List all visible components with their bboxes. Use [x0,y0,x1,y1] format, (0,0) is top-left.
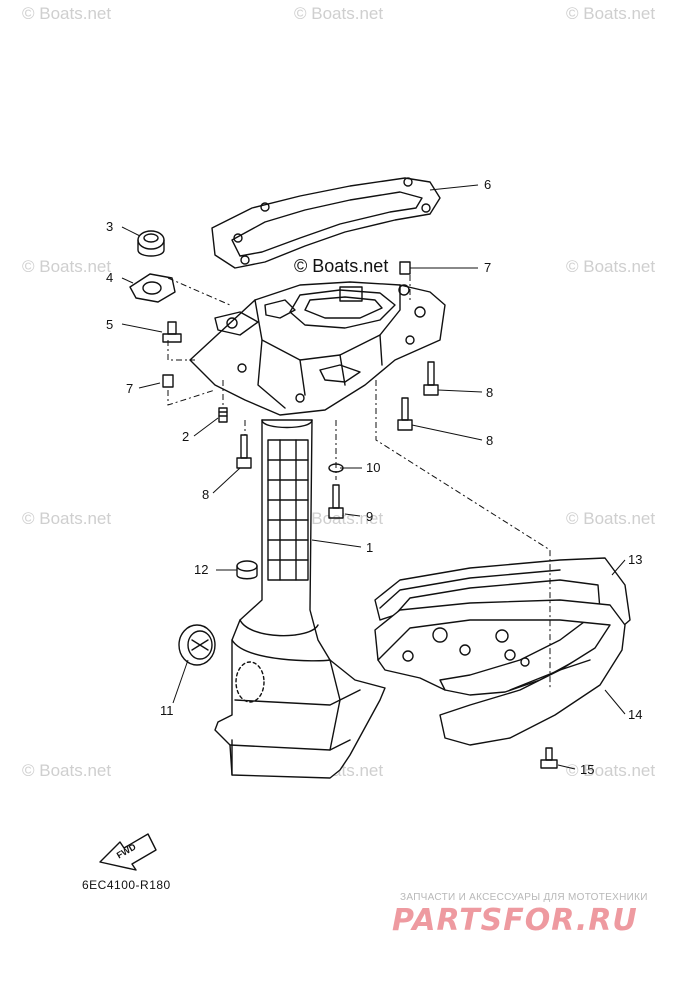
callout-6: 6 [484,177,492,192]
watermark: © Boats.net [566,4,656,23]
callout-7: 7 [484,260,492,275]
seal-part-13 [374,557,631,696]
fwd-arrow [99,833,157,871]
gasket-part-4 [129,273,176,303]
callout-15: 15 [580,762,595,777]
diagram-code: 6EC4100-R180 [82,878,171,892]
casing-part-1 [214,419,386,779]
bolt-part-5 [162,321,182,343]
watermark: © Boats.net [566,761,656,780]
watermark: © Boats.net [22,257,112,276]
plug-part-3 [137,230,165,257]
callout-5: 5 [106,317,114,332]
bolt-part-9 [328,484,344,519]
callout-14: 14 [628,707,643,722]
watermark: © Boats.net [566,509,656,528]
brand-tagline: ЗАПЧАСТИ И АКСЕССУАРЫ ДЛЯ МОТОТЕХНИКИ [400,892,648,903]
watermark: © Boats.net [22,509,112,528]
callout-13: 13 [628,552,643,567]
callout-11: 11 [160,703,174,718]
grommet-part-12 [236,560,258,580]
callout-7: 7 [126,381,134,396]
gasket-part-6 [211,177,441,269]
plug-part-11 [178,624,216,666]
pin-part-2 [218,407,228,423]
bolt-part-8 [397,397,413,431]
callout-4: 4 [106,270,114,285]
watermark: © Boats.net [294,256,389,276]
screw-part-15 [540,747,558,769]
cowling-part-14 [374,599,626,746]
bolt-part-8 [236,434,252,469]
callout-1: 1 [366,540,374,555]
callout-8: 8 [486,385,494,400]
dowel-part-7 [399,261,411,275]
watermark: © Boats.net [294,4,384,23]
dowel-part-7 [162,374,174,388]
callout-2: 2 [182,429,190,444]
watermark: © Boats.net [22,761,112,780]
callout-8: 8 [486,433,494,448]
watermark: © Boats.net [22,4,112,23]
callout-9: 9 [366,509,374,524]
bolt-part-8 [423,361,439,396]
watermark: © Boats.net [566,257,656,276]
upper-casing [189,281,446,416]
callout-3: 3 [106,219,114,234]
callout-8: 8 [202,487,210,502]
callout-12: 12 [194,562,209,577]
callout-10: 10 [366,460,381,475]
brand-logo: PARTSFOR.RU [392,903,638,938]
